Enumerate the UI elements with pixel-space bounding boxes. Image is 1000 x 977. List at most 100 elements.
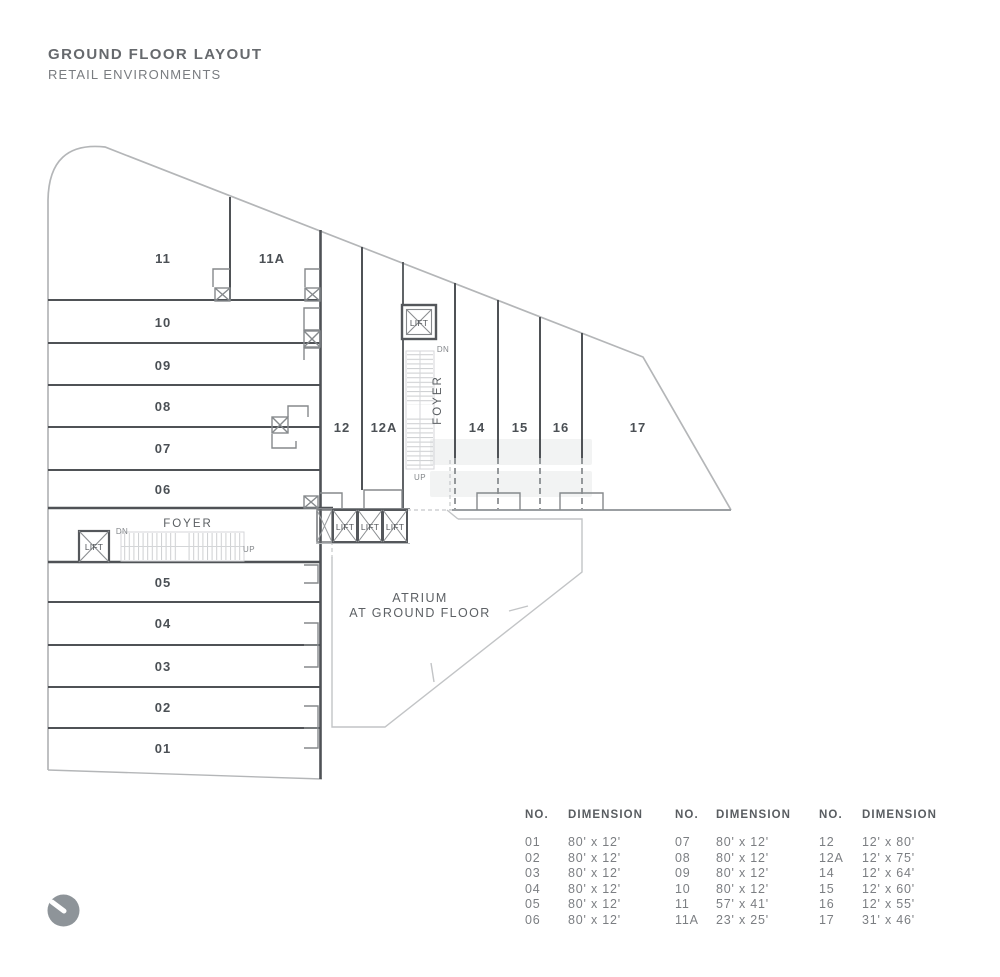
unit-no: 06 [525,912,541,927]
watermark [430,439,592,497]
unit-no: 01 [525,835,541,849]
no-header: NO. [675,809,699,821]
building-outline [47,145,732,780]
table-row: 11 57' x 41' [675,897,791,913]
table-row: 11A 23' x 25' [675,913,791,929]
stairs-dn-label-north: DN [437,345,449,354]
lift-label-2: LIFT [361,522,379,532]
unit-no: 14 [819,866,835,881]
table-row: 06 80' x 12' [525,913,643,929]
foyer-stairs-horizontal [120,531,245,562]
brand-logo-icon [47,894,80,927]
unit-no: 08 [675,850,691,865]
unit-dimension: 12' x 60' [862,881,915,896]
dimension-table-group-1: NO. DIMENSION 01 80' x 12' 02 80' x 12' 03 8… [525,808,643,929]
unit-15-label: 15 [512,420,528,435]
unit-09-label: 09 [155,358,171,373]
dimension-table-group-2: NO. DIMENSION 07 80' x 12' 08 80' x 12' 09 8… [675,808,791,929]
unit-no: 05 [525,897,541,912]
unit-08-label: 08 [155,399,171,414]
table-row: 17 31' x 46' [819,913,937,929]
left-block-walls [48,197,333,779]
unit-no: 11 [675,897,690,912]
unit-no: 12 [819,835,835,849]
stairs-up-label-north: UP [414,473,426,482]
dimension-header: DIMENSION [568,809,644,821]
unit-dimension: 80' x 12' [568,912,621,927]
unit-dimension: 80' x 12' [716,866,769,881]
unit-17-label: 17 [630,420,646,435]
stairs-up-label-west: UP [243,545,255,554]
unit-dimension: 23' x 25' [716,912,769,927]
unit-dimension: 12' x 80' [862,835,915,849]
unit-dimension: 57' x 41' [716,897,769,912]
unit-dimension: 31' x 46' [862,912,915,927]
lift-corridor-north [400,303,438,341]
unit-dimension: 80' x 12' [716,881,769,896]
unit-labels: 11 11A 10 09 08 07 06 05 04 03 02 01 12 … [155,251,646,756]
no-header: NO. [525,809,549,821]
table-header: NO. DIMENSION [525,808,643,823]
unit-no: 15 [819,881,835,896]
atrium-outline [331,509,583,728]
unit-05-label: 05 [155,575,171,590]
unit-dimension: 12' x 75' [862,850,915,865]
unit-dimension: 12' x 64' [862,866,915,881]
unit-dimension: 80' x 12' [568,850,621,865]
unit-06-label: 06 [155,482,171,497]
unit-02-label: 02 [155,700,171,715]
table-header: NO. DIMENSION [675,808,791,823]
table-row: 12A 12' x 75' [819,851,937,867]
page-title: GROUND FLOOR LAYOUT [48,46,263,63]
unit-dimension: 80' x 12' [568,881,621,896]
lift-foyer-west [77,529,111,564]
unit-11-label: 11 [155,251,171,266]
unit-01-label: 01 [155,741,171,756]
table-row: 07 80' x 12' [675,835,791,851]
unit-dimension: 80' x 12' [568,835,621,849]
unit-12a-label: 12A [371,420,398,435]
unit-dimension: 80' x 12' [716,850,769,865]
unit-04-label: 04 [155,616,171,631]
unit-03-label: 03 [155,659,171,674]
table-row: 05 80' x 12' [525,897,643,913]
circulation-labels: FOYER FOYER DN UP DN UP LIFT LIFT LIFT L… [85,318,490,620]
unit-no: 07 [675,835,691,849]
unit-no: 11A [675,912,699,927]
unit-dimension: 80' x 12' [568,897,621,912]
unit-no: 12A [819,850,844,865]
unit-07-label: 07 [155,441,171,456]
atrium-label-line2: AT GROUND FLOOR [349,606,490,620]
unit-dimension: 80' x 12' [716,835,769,849]
unit-no: 04 [525,881,541,896]
unit-11a-label: 11A [259,251,285,266]
stairs-dn-label-west: DN [116,527,128,536]
table-row: 01 80' x 12' [525,835,643,851]
dimension-header: DIMENSION [716,809,792,821]
page-header: GROUND FLOOR LAYOUT RETAIL ENVIRONMENTS [48,46,262,82]
table-row: 02 80' x 12' [525,851,643,867]
unit-no: 09 [675,866,691,881]
no-header: NO. [819,809,843,821]
table-row: 15 12' x 60' [819,882,937,898]
lift-label-1: LIFT [336,522,354,532]
unit-16-label: 16 [553,420,569,435]
unit-12-label: 12 [334,420,350,435]
unit-10-label: 10 [155,315,171,330]
foyer-vertical-label: FOYER [432,375,444,425]
unit-dimension: 80' x 12' [568,866,621,881]
unit-no: 03 [525,866,541,881]
page-subtitle: RETAIL ENVIRONMENTS [48,67,222,82]
lift-label-north: LIFT [410,318,428,328]
table-row: 14 12' x 64' [819,866,937,882]
unit-no: 02 [525,850,541,865]
unit-no: 17 [819,912,835,927]
table-row: 04 80' x 12' [525,882,643,898]
door-symbols [212,268,604,749]
lift-label-west: LIFT [85,542,103,552]
table-row: 12 12' x 80' [819,835,937,851]
table-row: 09 80' x 12' [675,866,791,882]
